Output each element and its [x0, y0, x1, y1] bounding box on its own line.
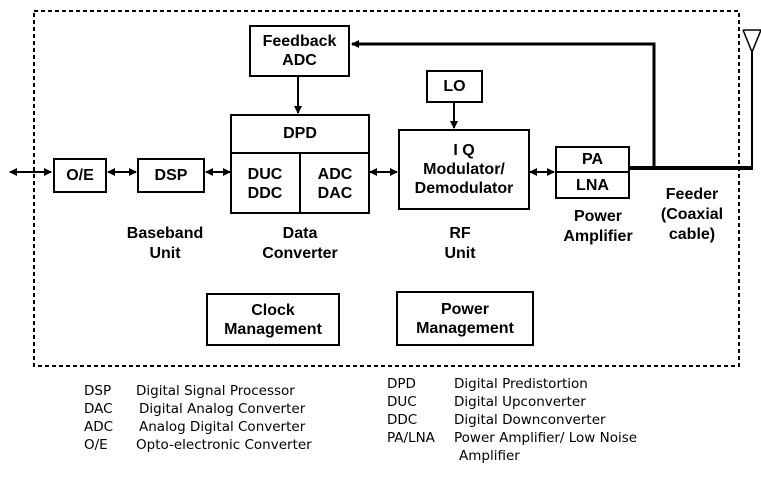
- legend-item: DSP Digital Signal Processor: [84, 382, 312, 400]
- iq-modulator-label: I Q Modulator/ Demodulator: [414, 142, 514, 197]
- divider: [299, 152, 301, 214]
- legend-desc: Power Amplifier/ Low Noise: [454, 430, 638, 446]
- rf-unit-label: RF Unit: [444, 225, 476, 262]
- feeder-label: Feeder (Coaxial cable): [660, 186, 724, 243]
- power-amplifier-label: Power Amplifier: [563, 208, 633, 245]
- legend-desc: Digital Signal Processor: [136, 383, 295, 399]
- feedback-loop-line: [351, 40, 656, 168]
- power-management-block: [396, 291, 534, 346]
- data-converter-label: Data Converter: [262, 225, 338, 262]
- oe-block: [53, 158, 107, 193]
- lo-label: LO: [443, 78, 466, 95]
- legend-item: PA/LNA Power Amplifier/ Low Noise: [387, 429, 637, 447]
- legend-desc: Digital Downconverter: [454, 412, 606, 428]
- legend-item: DPD Digital Predistortion: [387, 375, 637, 393]
- duc-ddc-label: DUC DDC: [247, 166, 283, 202]
- legend-desc: Opto-electronic Converter: [136, 437, 312, 453]
- dpd-label: DPD: [283, 124, 317, 142]
- legend-desc: Digital Predistortion: [454, 376, 588, 392]
- baseband-unit-label: Baseband Unit: [126, 225, 204, 262]
- legend-abbr: DAC: [84, 401, 113, 417]
- legend-abbr: O/E: [84, 437, 108, 453]
- power-management-label: Power Management: [416, 300, 514, 337]
- legend-desc: Digital Analog Converter: [139, 401, 306, 417]
- legend-desc: Analog Digital Converter: [139, 419, 306, 435]
- legend-abbr: DSP: [84, 383, 112, 399]
- dsp-label: DSP: [154, 167, 188, 184]
- clock-management-label: Clock Management: [224, 301, 322, 338]
- feedback-adc-label: Feedback ADC: [262, 33, 337, 69]
- legend-item-continuation: Amplifier: [459, 448, 520, 464]
- iq-modulator-block: [398, 129, 530, 210]
- feedback-adc-block: [249, 25, 350, 77]
- lna-label: LNA: [576, 177, 609, 194]
- adc-dac-label: ADC DAC: [317, 166, 353, 202]
- clock-management-block: [206, 293, 340, 346]
- legend-abbr: DDC: [387, 412, 418, 428]
- legend-abbr: PA/LNA: [387, 430, 435, 446]
- legend-abbr: DUC: [387, 394, 417, 410]
- legend-item: DDC Digital Downconverter: [387, 411, 637, 429]
- legend-item: O/E Opto-electronic Converter: [84, 436, 312, 454]
- legend-item: DUC Digital Upconverter: [387, 393, 637, 411]
- oe-label: O/E: [66, 167, 94, 184]
- dsp-block: [137, 158, 205, 193]
- legend-right: DPD Digital Predistortion DUC Digital Upco…: [387, 375, 637, 465]
- radio-unit-enclosure: [33, 10, 740, 367]
- legend-left: DSP Digital Signal Processor DAC Digital A…: [84, 382, 312, 454]
- legend-abbr: ADC: [84, 419, 114, 435]
- divider: [555, 171, 630, 173]
- pa-label: PA: [581, 150, 604, 168]
- lo-block: [426, 70, 483, 103]
- legend-item: ADC Analog Digital Converter: [84, 418, 312, 436]
- legend-desc: Digital Upconverter: [454, 394, 586, 410]
- legend-abbr: DPD: [387, 376, 416, 392]
- legend-item: DAC Digital Analog Converter: [84, 400, 312, 418]
- antenna-icon: [742, 29, 761, 54]
